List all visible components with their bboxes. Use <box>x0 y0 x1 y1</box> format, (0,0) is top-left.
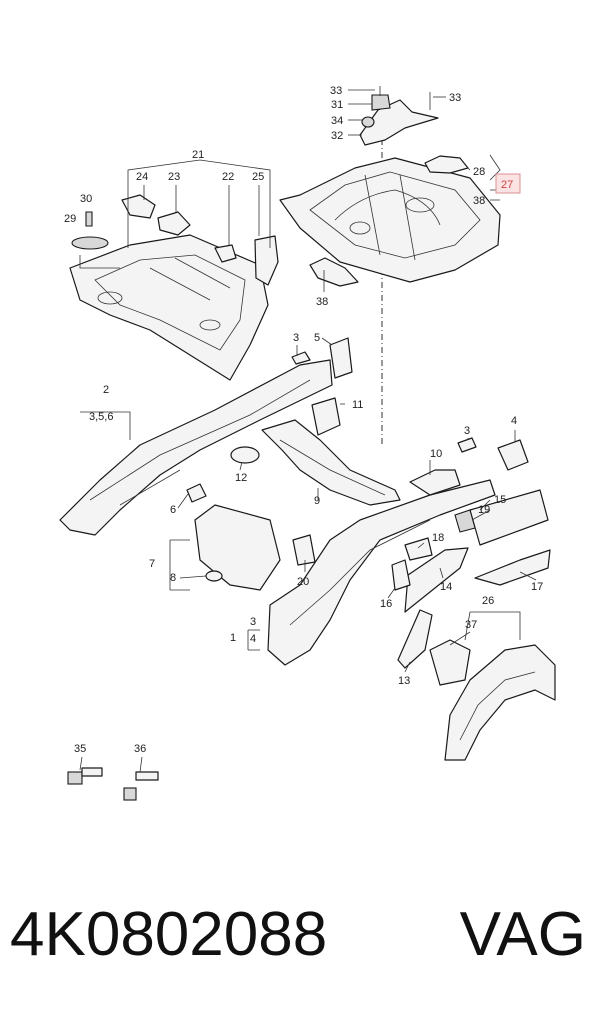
callout-12: 12 <box>235 472 247 484</box>
closing-plate-15 <box>469 489 549 546</box>
callout-8: 8 <box>170 572 176 584</box>
tube-12 <box>230 446 260 464</box>
callout-3-lower: 3 <box>250 616 256 628</box>
bracket-13 <box>397 609 433 669</box>
callout-2-sub: 3,5,6 <box>89 411 113 423</box>
bolt-36 <box>123 771 159 801</box>
callout-3-upper: 3 <box>293 332 299 344</box>
callout-33-right: 33 <box>449 92 461 104</box>
callout-14: 14 <box>440 581 452 593</box>
callout-4-right: 4 <box>511 415 517 427</box>
callout-19: 19 <box>478 504 490 516</box>
cap-3-upper <box>291 351 311 365</box>
callout-31: 31 <box>331 99 343 111</box>
callout-5: 5 <box>314 332 320 344</box>
callout-13: 13 <box>398 675 410 687</box>
crossmember-9 <box>261 419 401 506</box>
callout-29: 29 <box>64 213 76 225</box>
callout-33-top: 33 <box>330 85 342 97</box>
floor-reinforcement-25 <box>254 235 279 286</box>
exploded-parts-diagram: 33 31 34 32 33 21 28 27 24 23 22 25 30 3… <box>59 85 556 801</box>
cap-3-right <box>457 437 477 453</box>
callout-30: 30 <box>80 193 92 205</box>
bracket-37 <box>429 639 471 686</box>
callout-34: 34 <box>331 115 343 127</box>
callout-3-right: 3 <box>464 425 470 437</box>
callout-16: 16 <box>380 598 392 610</box>
callout-38-lower: 38 <box>316 296 328 308</box>
bracket-16 <box>391 559 411 591</box>
sill-panel-17 <box>474 549 551 586</box>
callout-11: 11 <box>352 399 363 411</box>
callout-18: 18 <box>432 532 444 544</box>
bracket-11 <box>311 397 341 436</box>
callout-15: 15 <box>494 494 506 506</box>
callout-10: 10 <box>430 448 442 460</box>
reinforcement-14 <box>404 547 469 613</box>
callout-35: 35 <box>74 743 86 755</box>
bracket-5 <box>329 337 353 379</box>
callout-24: 24 <box>136 171 148 183</box>
longitudinal-member-left <box>59 359 333 536</box>
callout-27-highlight <box>495 173 521 194</box>
callout-36: 36 <box>134 743 146 755</box>
callout-1: 1 <box>230 632 236 644</box>
crossmember-bracket <box>359 86 439 146</box>
floor-bracket-38 <box>309 257 359 287</box>
callout-26: 26 <box>482 595 494 607</box>
bracket-10 <box>409 469 461 496</box>
callout-25: 25 <box>252 171 264 183</box>
callout-32: 32 <box>331 130 343 142</box>
bracket-19 <box>454 509 476 533</box>
floor-bracket-23 <box>157 211 191 236</box>
bolt-30 <box>85 211 93 227</box>
callout-6: 6 <box>170 504 176 516</box>
front-floor-panel <box>69 234 269 381</box>
leader-lines <box>79 89 537 773</box>
wheel-housing-26 <box>444 644 556 761</box>
callout-4-lower: 4 <box>250 633 256 645</box>
footer: 4K0802088 VAG <box>0 880 600 990</box>
plug-6 <box>186 483 207 503</box>
callout-28: 28 <box>473 166 485 178</box>
brand-label: VAG <box>459 900 586 969</box>
bolt-35 <box>67 767 103 785</box>
callout-21: 21 <box>192 149 204 161</box>
bracket-18 <box>404 537 433 561</box>
callout-23: 23 <box>168 171 180 183</box>
floor-section-7 <box>194 504 281 591</box>
callout-2: 2 <box>103 384 109 396</box>
callout-37: 37 <box>465 619 477 631</box>
grommet-29 <box>71 236 109 250</box>
callout-22: 22 <box>222 171 234 183</box>
bracket-4-right <box>497 439 529 471</box>
floor-patch-24 <box>121 194 156 219</box>
floor-bracket-28 <box>424 155 469 174</box>
callout-7: 7 <box>149 558 155 570</box>
rear-floor-panel <box>279 157 501 283</box>
floor-bracket-22 <box>214 244 237 263</box>
rear-longitudinal-1 <box>267 479 496 666</box>
plug-8 <box>205 570 223 582</box>
part-number: 4K0802088 <box>10 900 328 969</box>
bracket-20 <box>292 534 316 566</box>
callout-9: 9 <box>314 495 320 507</box>
callout-17: 17 <box>531 581 543 593</box>
callout-20: 20 <box>297 576 309 588</box>
callout-38-upper: 38 <box>473 195 485 207</box>
callout-27: 27 <box>501 179 513 191</box>
